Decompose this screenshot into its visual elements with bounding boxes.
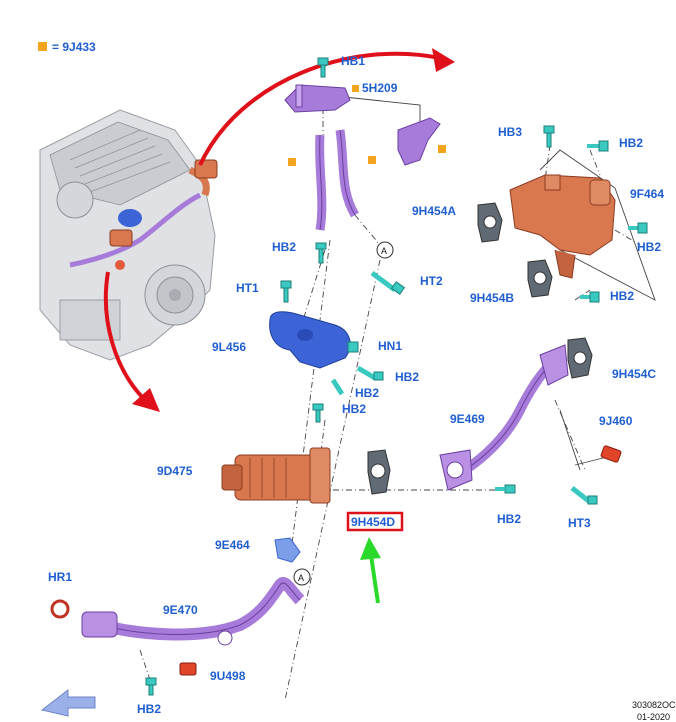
callout-a-lower [293,568,311,586]
label-hb2-center: HB2 [272,240,296,254]
red-arrow-upper-head [432,48,455,72]
red-arrow-lower-head [132,388,160,412]
clip-9e464 [274,537,301,563]
bracket-5h209 [284,84,351,113]
red-arrow-upper [198,51,441,166]
bolt-hb2-cooler-top [587,140,609,152]
bolt-ht3 [570,486,598,505]
legend-marker-bracket [438,145,446,153]
label-hb2-bracket-a: HB2 [395,370,419,384]
sensor-9u498 [179,662,197,676]
label-hb2-pipe: HB2 [497,512,521,526]
label-hn1: HN1 [378,339,402,353]
pipe-9e469 [439,344,569,491]
green-arrow-shaft [369,554,380,604]
bolt-hb2-bracket-b [330,378,345,396]
label-hr1: HR1 [48,570,72,584]
label-hb2-cooler-right: HB2 [637,240,661,254]
label-9h454d: 9H454D [351,515,395,529]
bracket-small-right [397,117,441,166]
legend-text: = 9J433 [52,40,96,54]
legend-marker-left [288,158,296,166]
bolt-hb2-cooler-right [628,222,648,234]
legend-swatch [38,42,47,51]
bolt-hb2-bottom [145,677,157,696]
label-hb2-cooler-top: HB2 [619,136,643,150]
bolt-hb2-egr [312,403,324,423]
bolt-ht1 [280,280,292,303]
bolt-hb2-bracket-a [356,365,384,381]
label-9d475: 9D475 [157,464,193,478]
label-hb3: HB3 [498,125,522,139]
label-ht3: HT3 [568,516,591,530]
label-9e464: 9E464 [215,538,250,552]
bolt-hb1 [317,57,329,78]
green-arrow-head [360,537,381,560]
label-hb2-cooler-bottom: HB2 [610,289,634,303]
bolt-hb2-center [315,242,327,264]
label-9l456: 9L456 [212,340,246,354]
bolt-ht2 [370,270,406,295]
ring-hr1 [50,599,70,619]
gasket-9h454a [477,202,503,243]
label-9h454b: 9H454B [470,291,514,305]
label-9h454a: 9H454A [412,204,456,218]
bolt-hb2-pipe [495,484,516,494]
front-direction-arrow [40,688,96,717]
callout-a-upper-text: A [381,246,387,256]
footer-id: 303082OC [632,700,676,710]
nut-hn1 [347,341,359,353]
bracket-9l456 [269,311,351,369]
label-hb2-egr: HB2 [342,402,366,416]
gasket-9h454d [367,449,391,495]
engine-illustration [39,109,218,361]
callout-a-lower-text: A [298,573,304,583]
bolt-hb2-cooler-bottom [580,291,600,303]
label-9h454c: 9H454C [612,367,656,381]
gasket-9h454c [567,337,593,379]
label-hb1: HB1 [341,54,365,68]
legend-marker-5h209 [352,85,359,92]
label-ht1: HT1 [236,281,259,295]
red-arrow-lower [103,271,147,402]
egr-valve-9d475 [221,447,331,504]
label-9e470: 9E470 [163,603,198,617]
highlight-box-9h454d [346,511,404,532]
label-5h209: 5H209 [362,81,398,95]
callout-a-upper [376,241,394,259]
legend-marker-right [368,156,376,164]
label-hb2-bracket-b: HB2 [355,386,379,400]
pipe-brackets [315,129,359,231]
assembly-lines [139,95,641,701]
gasket-9h454b [527,259,553,298]
bolt-hb3 [543,125,555,148]
label-ht2: HT2 [420,274,443,288]
cooler-9f464 [509,174,616,279]
label-hb2-bottom: HB2 [137,702,161,716]
footer-date: 01-2020 [637,712,670,722]
sensor-9j460 [600,445,622,463]
label-9u498: 9U498 [210,669,246,683]
label-9f464: 9F464 [630,187,664,201]
label-9e469: 9E469 [450,412,485,426]
pipe-9e470 [81,577,305,646]
label-9j460: 9J460 [599,414,633,428]
